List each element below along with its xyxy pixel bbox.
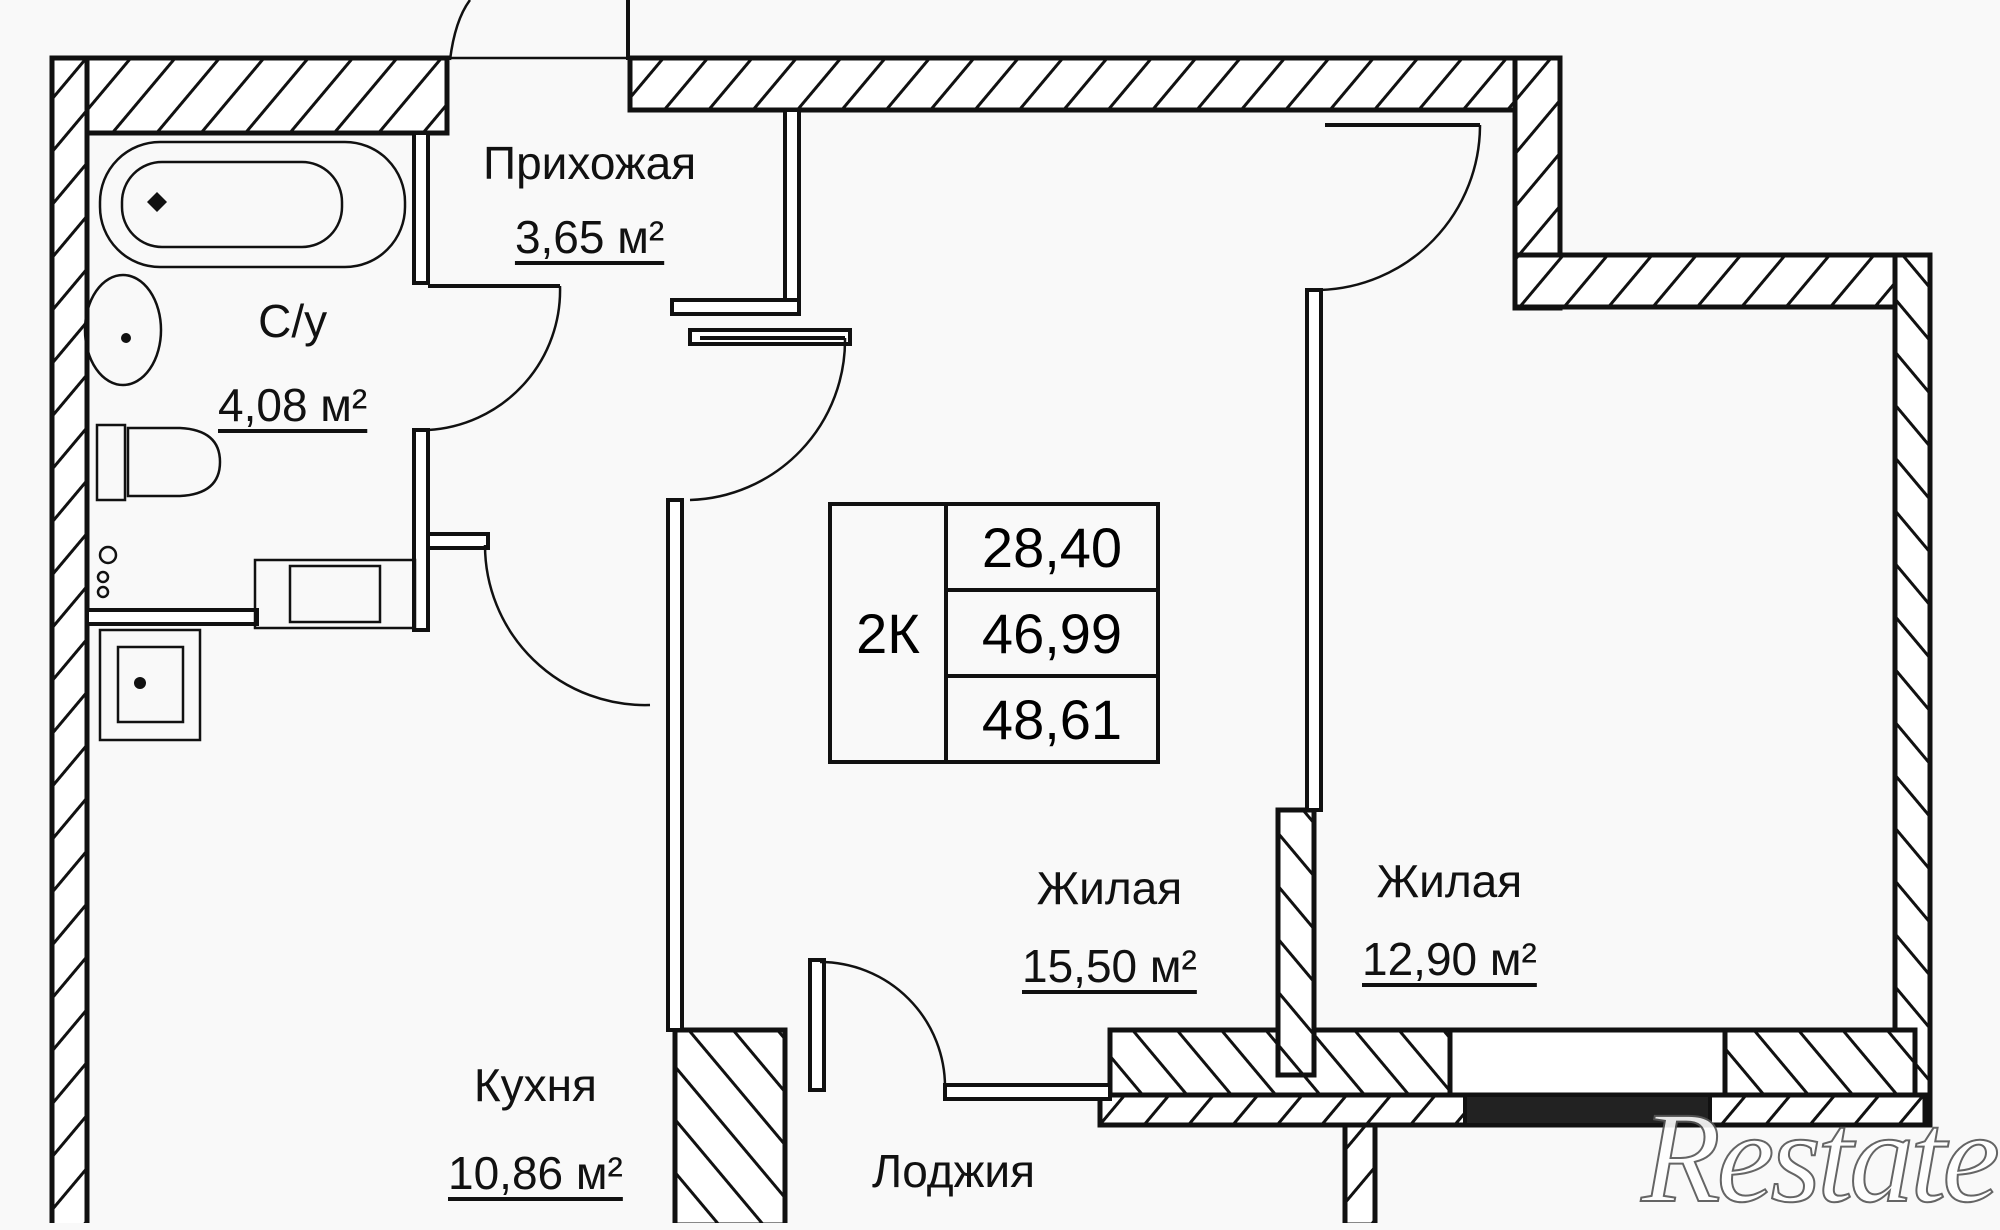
room-area: 10,86 м² [448,1147,623,1199]
room-area: 15,50 м² [1022,940,1197,992]
exterior-walls [49,55,1933,1223]
living-area-value: 28,40 [948,506,1156,592]
toilet-icon [95,423,222,502]
room-area: 12,90 м² [1362,933,1537,985]
total-area-value: 46,99 [948,592,1156,678]
room-name: Лоджия [872,1145,1035,1197]
room-label-loggia: Лоджия [872,1148,1035,1194]
apartment-type: 2К [832,506,948,760]
room-label-living-room-2: Жилая 12,90 м² [1362,858,1537,982]
bathtub-icon [98,140,407,269]
room-area: 4,08 м² [218,379,368,431]
room-name: Жилая [1036,862,1183,914]
room-label-hallway: Прихожая 3,65 м² [483,140,696,260]
room-label-kitchen: Кухня 10,86 м² [448,1062,623,1196]
room-name: Прихожая [483,137,697,189]
door-swings [427,123,1482,1089]
room-name: Кухня [473,1059,597,1111]
room-label-living-room-1: Жилая 15,50 м² [1022,865,1197,989]
room-label-bathroom: С/у 4,08 м² [218,298,367,428]
pipe-riser-icon [96,545,118,599]
room-name: Жилая [1376,855,1523,907]
entrance-door [447,0,630,61]
total-area-with-loggia-value: 48,61 [981,687,1123,751]
window [1447,1027,1728,1127]
washing-machine-icon [253,558,417,630]
room-area: 3,65 м² [514,211,665,263]
area-summary-table: 2К 28,40 46,99 48,61 [828,502,1160,764]
room-name: С/у [258,295,328,347]
sink-icon [83,273,163,387]
watermark-logo: Restate [1640,1086,2000,1230]
kitchen-sink-icon [98,628,202,742]
partitions [85,108,1323,1101]
